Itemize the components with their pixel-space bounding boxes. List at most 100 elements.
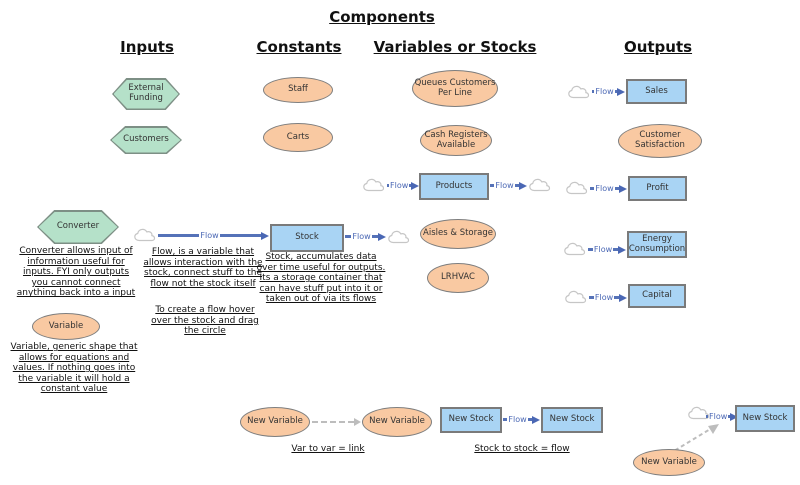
flow-tip-note: To create a flow hover over the stock an…: [151, 305, 259, 337]
variable-cash-registers[interactable]: Cash Registers Available: [420, 125, 492, 156]
var-link-caption: Var to var = link: [291, 444, 365, 454]
staff-label: Staff: [288, 84, 308, 95]
flow-arrowhead-icon: [730, 412, 739, 421]
hexagon-body: Customers: [111, 127, 181, 153]
flow-arrow[interactable]: Flow: [490, 180, 528, 191]
converter-note: Converter allows input of information us…: [16, 246, 136, 299]
stock-sales[interactable]: Sales: [626, 79, 687, 104]
link-arrow[interactable]: [312, 418, 361, 426]
variable-queues[interactable]: Queues Customers Per Line: [412, 70, 498, 107]
products-label: Products: [435, 180, 473, 191]
queues-label: Queues Customers Per Line: [414, 77, 496, 98]
flow-line: [589, 296, 594, 299]
new-stock-label: New Stock: [448, 414, 494, 425]
flow-label: Flow: [595, 86, 614, 96]
flow-note: Flow, is a variable that allows interact…: [143, 247, 263, 289]
cloud-icon[interactable]: [133, 226, 157, 243]
cash-registers-label: Cash Registers Available: [424, 129, 488, 150]
flow-arrowhead-icon: [378, 232, 387, 241]
flow-line: [614, 296, 620, 299]
flow-label: Flow: [495, 180, 514, 190]
flow-arrowhead-icon: [619, 184, 628, 193]
flow-arrow[interactable]: Flow: [503, 414, 541, 425]
flow-line: [219, 234, 262, 237]
flow-line: [158, 234, 200, 237]
stock-flow-caption: Stock to stock = flow: [474, 444, 570, 454]
example-new-variable-b[interactable]: New Variable: [362, 407, 432, 437]
converter-external-funding[interactable]: External Funding: [112, 78, 180, 110]
cloud-icon[interactable]: [687, 404, 711, 421]
variable-shape[interactable]: Variable: [32, 313, 100, 340]
flow-line: [614, 187, 620, 190]
flow-arrow[interactable]: Flow: [706, 411, 739, 422]
flow-label: Flow: [200, 230, 219, 240]
stock-profit[interactable]: Profit: [628, 176, 687, 201]
lrhvac-label: LRHVAC: [441, 272, 475, 283]
flow-label: Flow: [390, 180, 409, 190]
column-header-outputs: Outputs: [623, 38, 693, 56]
customers-label: Customers: [123, 134, 169, 145]
flow-line: [514, 184, 520, 187]
variable-label: Variable: [48, 320, 84, 331]
stock-products[interactable]: Products: [419, 173, 489, 200]
flow-arrow[interactable]: Flow: [589, 292, 628, 303]
flow-line: [371, 235, 379, 238]
variable-customer-satisfaction[interactable]: Customer Satisfaction: [618, 124, 702, 158]
new-stock-label: New Stock: [742, 412, 788, 423]
flow-line: [345, 235, 352, 238]
flow-arrow[interactable]: Flow: [592, 86, 626, 97]
flow-arrowhead-icon: [532, 415, 541, 424]
converter-customers[interactable]: Customers: [110, 126, 182, 154]
cloud-icon[interactable]: [567, 83, 591, 100]
example-new-stock-b[interactable]: New Stock: [541, 407, 603, 433]
hexagon-body: External Funding: [113, 79, 179, 109]
stock-label: Stock: [295, 232, 319, 243]
cloud-icon[interactable]: [362, 176, 386, 193]
example-new-stock-a[interactable]: New Stock: [440, 407, 502, 433]
new-stock-label: New Stock: [549, 414, 595, 425]
link-arrowhead-icon: [354, 418, 361, 426]
flow-label: Flow: [352, 231, 371, 241]
stock-energy-consumption[interactable]: Energy Consumption: [627, 231, 687, 258]
flow-arrow[interactable]: Flow: [387, 180, 420, 191]
constant-staff[interactable]: Staff: [263, 77, 333, 103]
flow-arrowhead-icon: [617, 87, 626, 96]
cloud-icon[interactable]: [565, 179, 589, 196]
cloud-icon[interactable]: [564, 288, 588, 305]
column-header-variables: Variables or Stocks: [373, 38, 537, 56]
variable-aisles-storage[interactable]: Aisles & Storage: [420, 219, 496, 249]
flow-line: [387, 184, 389, 187]
flow-label: Flow: [594, 292, 614, 302]
aisles-storage-label: Aisles & Storage: [423, 228, 493, 239]
cloud-icon[interactable]: [528, 176, 552, 193]
flow-line: [590, 187, 595, 190]
flow-line: [706, 415, 708, 418]
cloud-icon[interactable]: [387, 228, 411, 245]
flow-line: [503, 418, 508, 421]
flow-arrow[interactable]: Flow: [588, 244, 627, 255]
stock-capital[interactable]: Capital: [628, 284, 686, 308]
column-header-inputs: Inputs: [120, 38, 174, 56]
flow-arrow[interactable]: Flow: [345, 231, 387, 242]
cloud-icon[interactable]: [563, 240, 587, 257]
flow-line: [490, 184, 495, 187]
energy-consumption-label: Energy Consumption: [628, 234, 686, 254]
page-title: Components: [329, 8, 435, 26]
flow-arrowhead-icon: [261, 231, 270, 240]
variable-note: Variable, generic shape that allows for …: [10, 342, 138, 395]
stock-note: Stock, accumulates data over time useful…: [256, 252, 386, 305]
example-new-stock-c[interactable]: New Stock: [735, 405, 795, 432]
constant-carts[interactable]: Carts: [263, 123, 333, 152]
flow-arrow[interactable]: Flow: [158, 230, 270, 241]
flow-label: Flow: [508, 414, 527, 424]
flow-arrowhead-icon: [618, 245, 627, 254]
flow-line: [592, 90, 595, 93]
variable-lrhvac[interactable]: LRHVAC: [427, 263, 489, 293]
flow-arrow[interactable]: Flow: [590, 183, 628, 194]
example-new-variable-a[interactable]: New Variable: [240, 407, 310, 437]
stock-shape[interactable]: Stock: [270, 224, 344, 252]
carts-label: Carts: [286, 131, 310, 142]
example-new-variable-c[interactable]: New Variable: [633, 449, 705, 476]
converter-shape[interactable]: Converter: [37, 210, 119, 244]
